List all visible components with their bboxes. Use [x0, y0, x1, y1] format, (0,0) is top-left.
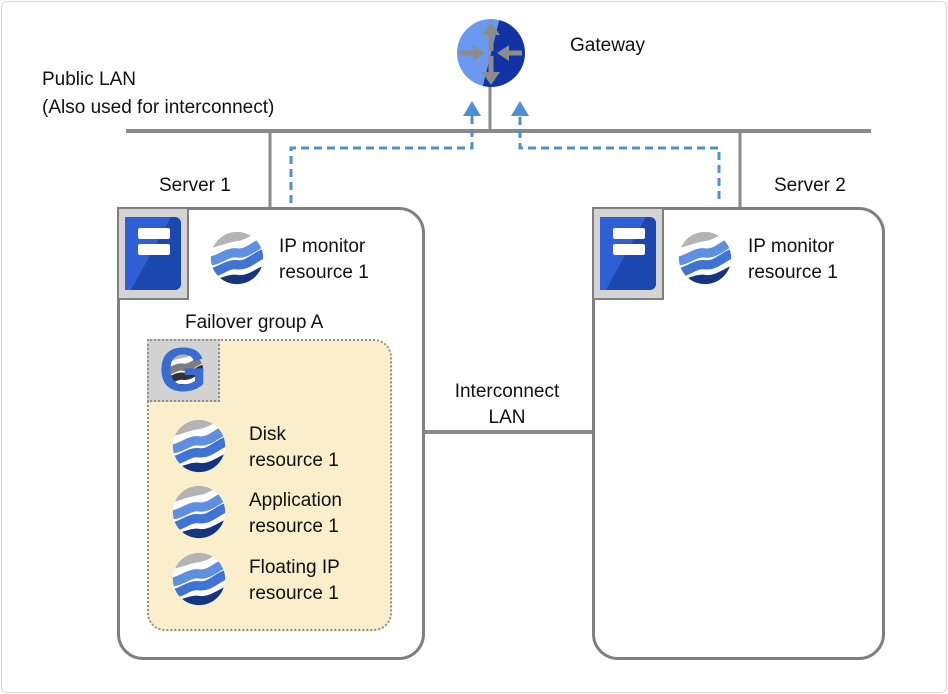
server2-ip-monitor-line2: resource 1	[748, 262, 838, 283]
server1-ip-monitor-line2: resource 1	[279, 262, 369, 283]
svg-text:G: G	[159, 341, 207, 400]
application-resource-line1: Application	[249, 490, 342, 511]
gateway-router-icon	[454, 16, 528, 95]
server2-box	[592, 207, 885, 660]
server2-monitor-arrowhead	[511, 101, 529, 116]
application-resource-line2: resource 1	[249, 516, 339, 537]
disk-resource-line2: resource 1	[249, 450, 339, 471]
floating-ip-resource-label: Floating IP resource 1	[249, 555, 340, 607]
server1-server-icon	[117, 207, 189, 300]
disk-resource-line1: Disk	[249, 424, 286, 445]
server1-ip-monitor-line1: IP monitor	[279, 236, 366, 257]
server1-label: Server 1	[159, 175, 231, 196]
server2-monitor-dashed-path	[518, 115, 721, 199]
failover-group-label: Failover group A	[185, 312, 324, 333]
server1-monitor-arrowhead	[463, 101, 481, 116]
disk-resource-label: Disk resource 1	[249, 422, 339, 474]
application-resource-globe-icon	[172, 485, 226, 539]
floating-ip-resource-line1: Floating IP	[249, 557, 340, 578]
server2-label: Server 2	[774, 175, 846, 196]
floating-ip-resource-line2: resource 1	[249, 583, 339, 604]
application-resource-label: Application resource 1	[249, 488, 342, 540]
floating-ip-resource-globe-icon	[172, 552, 226, 606]
gateway-label: Gateway	[570, 35, 645, 56]
server1-ip-monitor-label: IP monitor resource 1	[279, 234, 369, 286]
server1-ip-monitor-globe-icon	[210, 231, 264, 285]
interconnect-lan-line2: LAN	[488, 407, 526, 428]
public-lan-label-line2: (Also used for interconnect)	[42, 97, 275, 118]
interconnect-lan-label: Interconnect LAN	[422, 379, 592, 431]
server1-monitor-dashed-path	[289, 115, 474, 203]
public-lan-label-line1: Public LAN	[42, 69, 136, 90]
server2-ip-monitor-globe-icon	[678, 231, 732, 285]
server2-server-icon	[592, 207, 664, 300]
failover-group-g-icon: G	[147, 336, 220, 405]
public-lan-label: Public LAN (Also used for interconnect)	[42, 66, 274, 122]
server2-ip-monitor-label: IP monitor resource 1	[748, 234, 838, 286]
disk-resource-globe-icon	[172, 419, 226, 473]
interconnect-lan-line1: Interconnect	[454, 381, 560, 402]
server2-ip-monitor-line1: IP monitor	[748, 236, 835, 257]
